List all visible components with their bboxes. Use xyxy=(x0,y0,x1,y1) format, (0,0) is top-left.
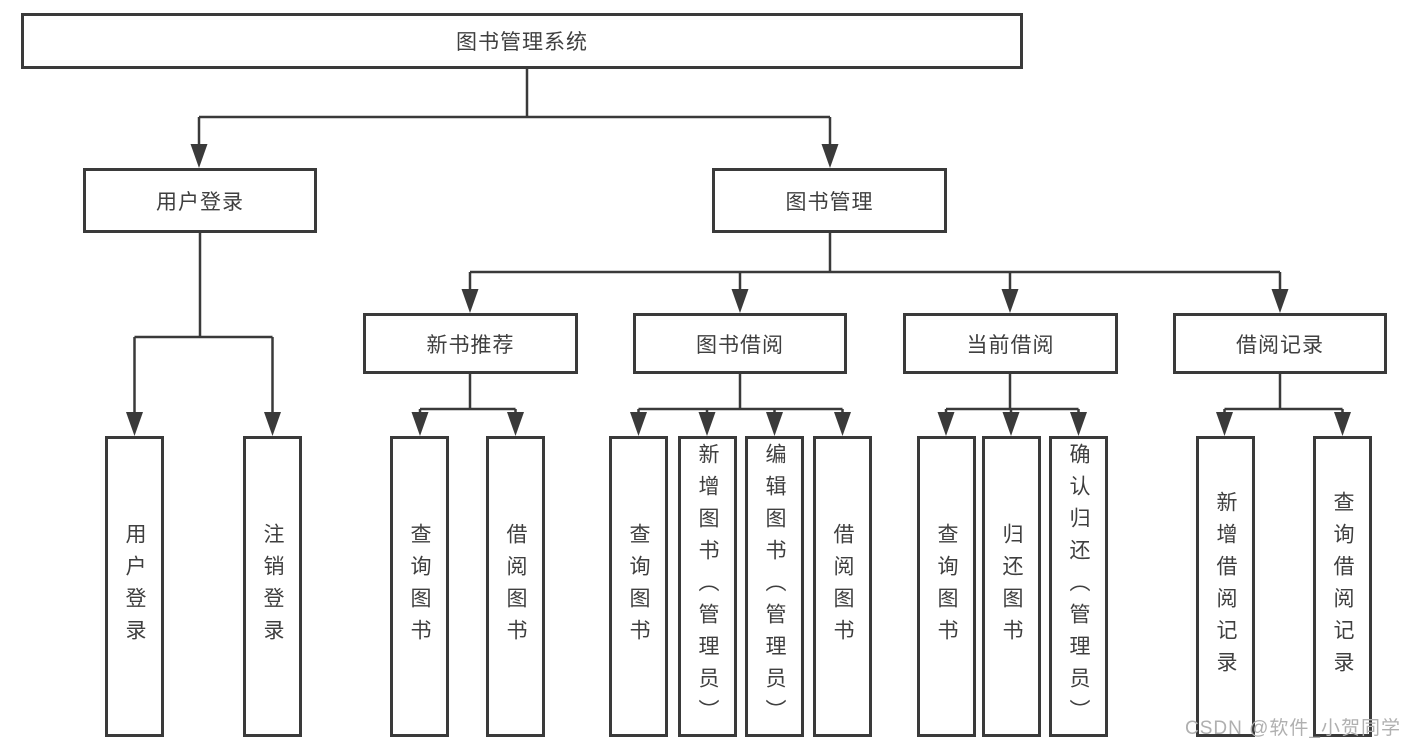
node-label: 当前借阅 xyxy=(966,333,1055,357)
leaf-user-login: 用户登录 xyxy=(105,436,164,737)
leaf-query-book: 查询图书 xyxy=(917,436,976,737)
csdn-watermark: CSDN @软件_小贺同学 xyxy=(1185,718,1401,739)
connector-new-book-recommend xyxy=(418,374,517,414)
leaf-label: 用户登录 xyxy=(123,522,146,651)
node-current-borrow: 当前借阅 xyxy=(903,313,1118,374)
leaf-label: 查询图书 xyxy=(935,522,958,651)
node-user-login: 用户登录 xyxy=(83,168,317,233)
leaf-label: 注销登录 xyxy=(261,522,284,651)
leaf-edit-book-admin: 编辑图书（管理员） xyxy=(745,436,804,737)
connector-book-borrow xyxy=(637,374,844,414)
node-borrow-records: 借阅记录 xyxy=(1173,313,1387,374)
leaf-label: 借阅图书 xyxy=(831,522,854,651)
connector-user-login xyxy=(133,233,274,414)
node-label: 新书推荐 xyxy=(426,333,515,357)
leaf-confirm-return-admin: 确认归还（管理员） xyxy=(1049,436,1108,737)
leaf-label: 借阅图书 xyxy=(504,522,527,651)
node-library-management-system: 图书管理系统 xyxy=(21,13,1023,69)
leaf-logout: 注销登录 xyxy=(243,436,302,737)
connector-book-management xyxy=(468,233,1282,291)
leaf-return-book: 归还图书 xyxy=(982,436,1041,737)
node-label: 图书管理 xyxy=(785,190,874,214)
leaf-label: 查询图书 xyxy=(627,522,650,651)
leaf-borrow-book: 借阅图书 xyxy=(486,436,545,737)
connector-borrow-records xyxy=(1223,374,1344,414)
node-label: 图书管理系统 xyxy=(456,31,588,54)
leaf-query-book: 查询图书 xyxy=(390,436,449,737)
node-label: 用户登录 xyxy=(156,190,244,214)
node-label: 借阅记录 xyxy=(1236,333,1324,357)
leaf-label: 查询借阅记录 xyxy=(1331,490,1354,683)
connector-current-borrow xyxy=(944,374,1080,414)
leaf-label: 查询图书 xyxy=(408,522,431,651)
node-book-borrow: 图书借阅 xyxy=(633,313,847,374)
leaf-query-book: 查询图书 xyxy=(609,436,668,737)
node-new-book-recommend: 新书推荐 xyxy=(363,313,578,374)
leaf-label: 归还图书 xyxy=(1000,522,1023,651)
leaf-borrow-book: 借阅图书 xyxy=(813,436,872,737)
leaf-add-borrow-record: 新增借阅记录 xyxy=(1196,436,1255,737)
leaf-query-borrow-record: 查询借阅记录 xyxy=(1313,436,1372,737)
leaf-label: 确认归还（管理员） xyxy=(1067,442,1090,731)
leaf-label: 新增借阅记录 xyxy=(1214,490,1237,683)
leaf-label: 新增图书（管理员） xyxy=(696,442,719,731)
arrowheads xyxy=(126,144,1351,436)
node-label: 图书借阅 xyxy=(696,333,784,357)
connector-root xyxy=(197,69,832,146)
node-book-management: 图书管理 xyxy=(712,168,947,233)
leaf-add-book-admin: 新增图书（管理员） xyxy=(678,436,737,737)
leaf-label: 编辑图书（管理员） xyxy=(763,442,786,731)
